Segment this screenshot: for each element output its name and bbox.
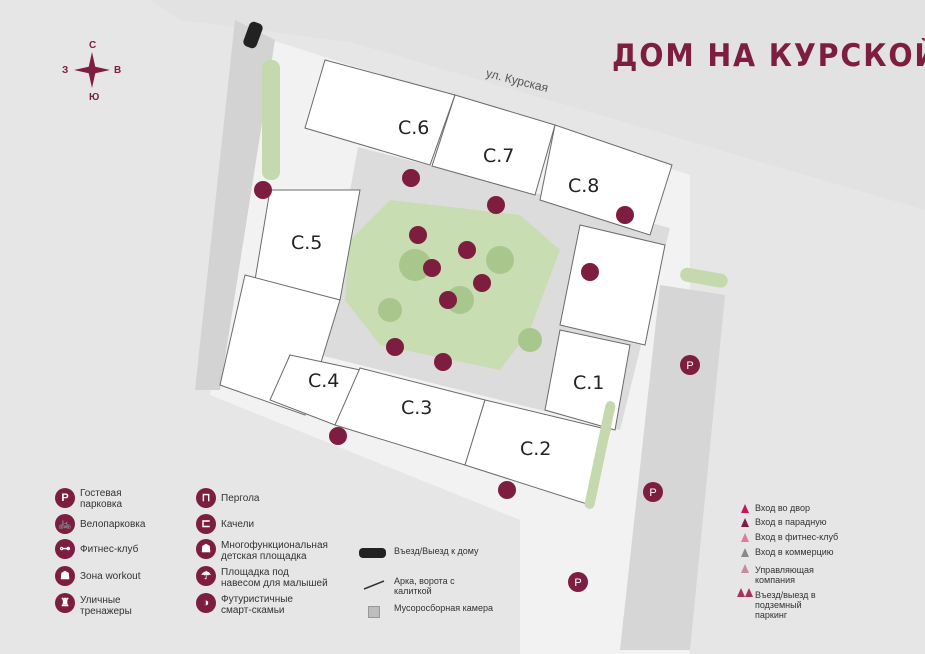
legend-label: Управляющая компания [755,565,814,585]
map-parking-marker: P P P [568,355,700,592]
legend-label: Футуристичные смарт-скамьи [221,594,293,616]
legend-label: Зона workout [80,571,141,582]
legend-label: Гостевая парковка [80,488,123,510]
legend-label: Вход во двор [755,503,810,513]
trash-icon [368,606,380,618]
building-fitness [559,224,666,346]
compass-east: В [114,65,122,76]
parking-lot [620,285,725,650]
parking-entry-marker [737,588,745,597]
building-label: С.5 [291,232,323,254]
svg-text:P: P [686,360,693,372]
legend-label: Пергола [221,493,260,504]
smart-bench-icon: ◑ [196,593,216,613]
compass-west: З [62,65,69,76]
workout-icon: ☗ [55,566,75,586]
legend-label: Качели [221,519,255,530]
building-label: С.8 [568,175,600,197]
building-label: С.2 [520,438,552,460]
left-road [195,20,275,390]
building-s6 [304,59,456,166]
legend-label: Уличные тренажеры [80,595,132,617]
building-label: С.4 [308,370,340,392]
building-label: С.7 [483,145,515,167]
compass-rose-icon [74,52,110,88]
building-s8 [539,124,673,236]
tree [399,249,431,281]
legend-label: Вход в парадную [755,517,827,527]
legend-label: Велопарковка [80,519,146,530]
management-marker [741,564,749,573]
entrance-lobby-marker [741,518,749,527]
entrance-commerce-marker [741,548,749,557]
legend-label: Многофункциональная детская площадка [221,540,328,562]
legend-label: Вход в коммерцию [755,547,834,557]
legend-label: Мусоросборная камера [394,603,493,613]
green-strip [680,267,728,288]
building-label: С.3 [401,397,433,419]
swing-icon: ⊏ [196,514,216,534]
building-label: С.6 [398,117,430,139]
compass-south: Ю [89,92,100,103]
street-area [150,0,925,210]
compass-north: С [89,40,97,51]
lawn [345,200,560,370]
tree [518,328,542,352]
building-label: С.1 [573,372,605,394]
legend-label: Вход в фитнес-клуб [755,532,839,542]
legend-label: Площадка под навесом для малышей [221,567,328,589]
playground-icon: ☗ [196,539,216,559]
svg-text:P: P [574,577,581,589]
fitness-icon: ⊶ [55,539,75,559]
legend-label: Фитнес-клуб [80,544,139,555]
amenity-markers [254,169,634,499]
bike-icon: 🚲 [55,514,75,534]
green-strip [584,401,616,509]
parking-icon: P [55,488,75,508]
legend-label: Арка, ворота с калиткой [394,576,455,596]
kids-canopy-icon: ☂ [196,566,216,586]
page-title: ДОМ НА КУРСКОЙ [612,38,925,74]
trainer-icon: ♜ [55,593,75,613]
pergola-icon: ⊓ [196,488,216,508]
building-s7 [431,94,556,196]
svg-text:P: P [649,487,656,499]
tree [378,298,402,322]
parking-entry-marker [745,588,753,597]
entrance-fitness-marker [741,533,749,542]
legend-label: Въезд/Выезд к дому [394,546,479,556]
car-icon [359,548,386,558]
tree [486,246,514,274]
green-strip [262,60,280,180]
gate-icon [363,580,385,590]
legend-label: Въезд/выезд в подземный паркинг [755,590,816,620]
car-icon [243,21,263,49]
entrance-yard-marker [741,504,749,513]
